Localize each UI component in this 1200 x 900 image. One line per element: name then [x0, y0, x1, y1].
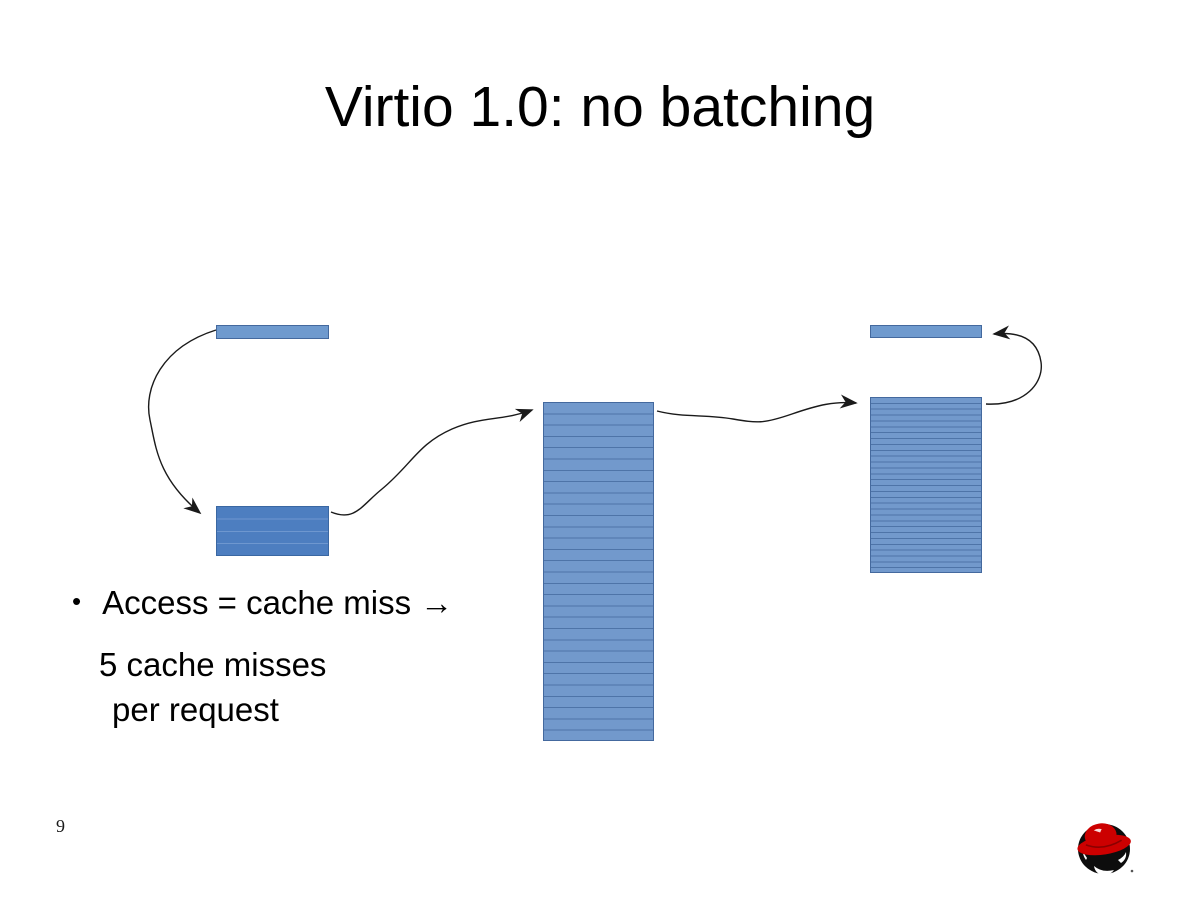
slide-title: Virtio 1.0: no batching [324, 75, 876, 139]
striped-column-middle [543, 402, 654, 741]
red-hat-logo-icon [1077, 823, 1134, 876]
arrow-column-right-to-bar-right [985, 325, 1042, 405]
arrow-column-middle-to-column-right [656, 394, 858, 423]
arrow-bar-left-to-box [148, 329, 217, 515]
bullet-line-1: • Access = cache miss → [72, 584, 453, 622]
striped-column-right [870, 397, 982, 573]
bullet-line-3: per request [112, 691, 279, 728]
bullet-line-1-text: Access = cache miss → [102, 584, 454, 621]
bullet-line-2: 5 cache misses [99, 646, 327, 683]
box-bottom-left [216, 506, 329, 556]
arrow-box-to-column-middle [330, 408, 534, 516]
bullet-marker: • [72, 586, 82, 616]
bar-top-right [870, 325, 982, 338]
page-number: 9 [56, 816, 65, 836]
bar-top-left [216, 325, 329, 339]
